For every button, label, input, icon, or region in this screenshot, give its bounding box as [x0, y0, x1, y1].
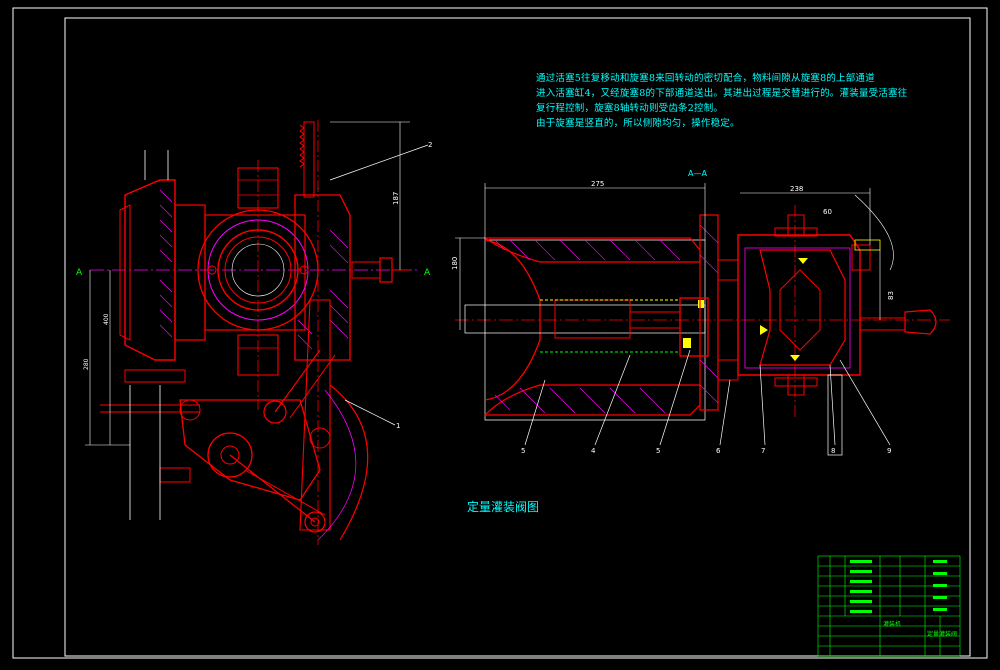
description-line-4: 由于旋塞是竖直的，所以侧隙均匀，操作稳定。 [536, 118, 740, 129]
part-number-6: 6 [716, 447, 721, 455]
dim-238: 238 [790, 185, 803, 193]
dim-60: 60 [823, 208, 832, 216]
title-block-fill-marks [850, 560, 947, 613]
dim-83: 83 [887, 291, 895, 300]
description-line-1: 通过活塞5往复移动和旋塞8来回转动的密切配合，物料间隙从旋塞8的上部通道 [536, 73, 875, 84]
description-line-3: 复行程控制，旋塞8轴转动则受齿条2控制。 [536, 103, 724, 114]
svg-text:·: · [318, 186, 320, 192]
title-block [817, 555, 961, 657]
dim-280: 280 [83, 358, 90, 370]
dim-180: 180 [451, 257, 459, 270]
titleblock-drawing-name: 定量灌装阀 [927, 631, 958, 638]
section-view-aa [455, 183, 950, 456]
drawing-caption: 定量灌装阀图 [467, 500, 540, 514]
part-number-5b: 5 [656, 447, 660, 455]
section-mark-right: A [424, 268, 431, 278]
part-number-9: 9 [887, 447, 891, 455]
outer-border [12, 7, 988, 659]
dim-187: 187 [392, 192, 400, 205]
dim-400: 400 [103, 313, 110, 325]
part-number-4: 4 [591, 447, 596, 455]
inner-border [64, 17, 971, 657]
part-number-1: 1 [396, 422, 400, 430]
left-view: · [85, 120, 429, 545]
part-number-7: 7 [761, 447, 765, 455]
titleblock-material: 灌装机 [883, 621, 902, 628]
dim-275: 275 [591, 180, 604, 188]
part-number-8: 8 [831, 447, 835, 455]
section-mark-left: A [76, 268, 83, 278]
description-line-2: 进入活塞缸4，又经旋塞8的下部通道送出。其进出过程是交替进行的。灌装量受活塞往 [536, 88, 908, 99]
section-label: A—A [688, 169, 707, 178]
part-number-5a: 5 [521, 447, 525, 455]
part-number-2: 2 [428, 141, 432, 149]
